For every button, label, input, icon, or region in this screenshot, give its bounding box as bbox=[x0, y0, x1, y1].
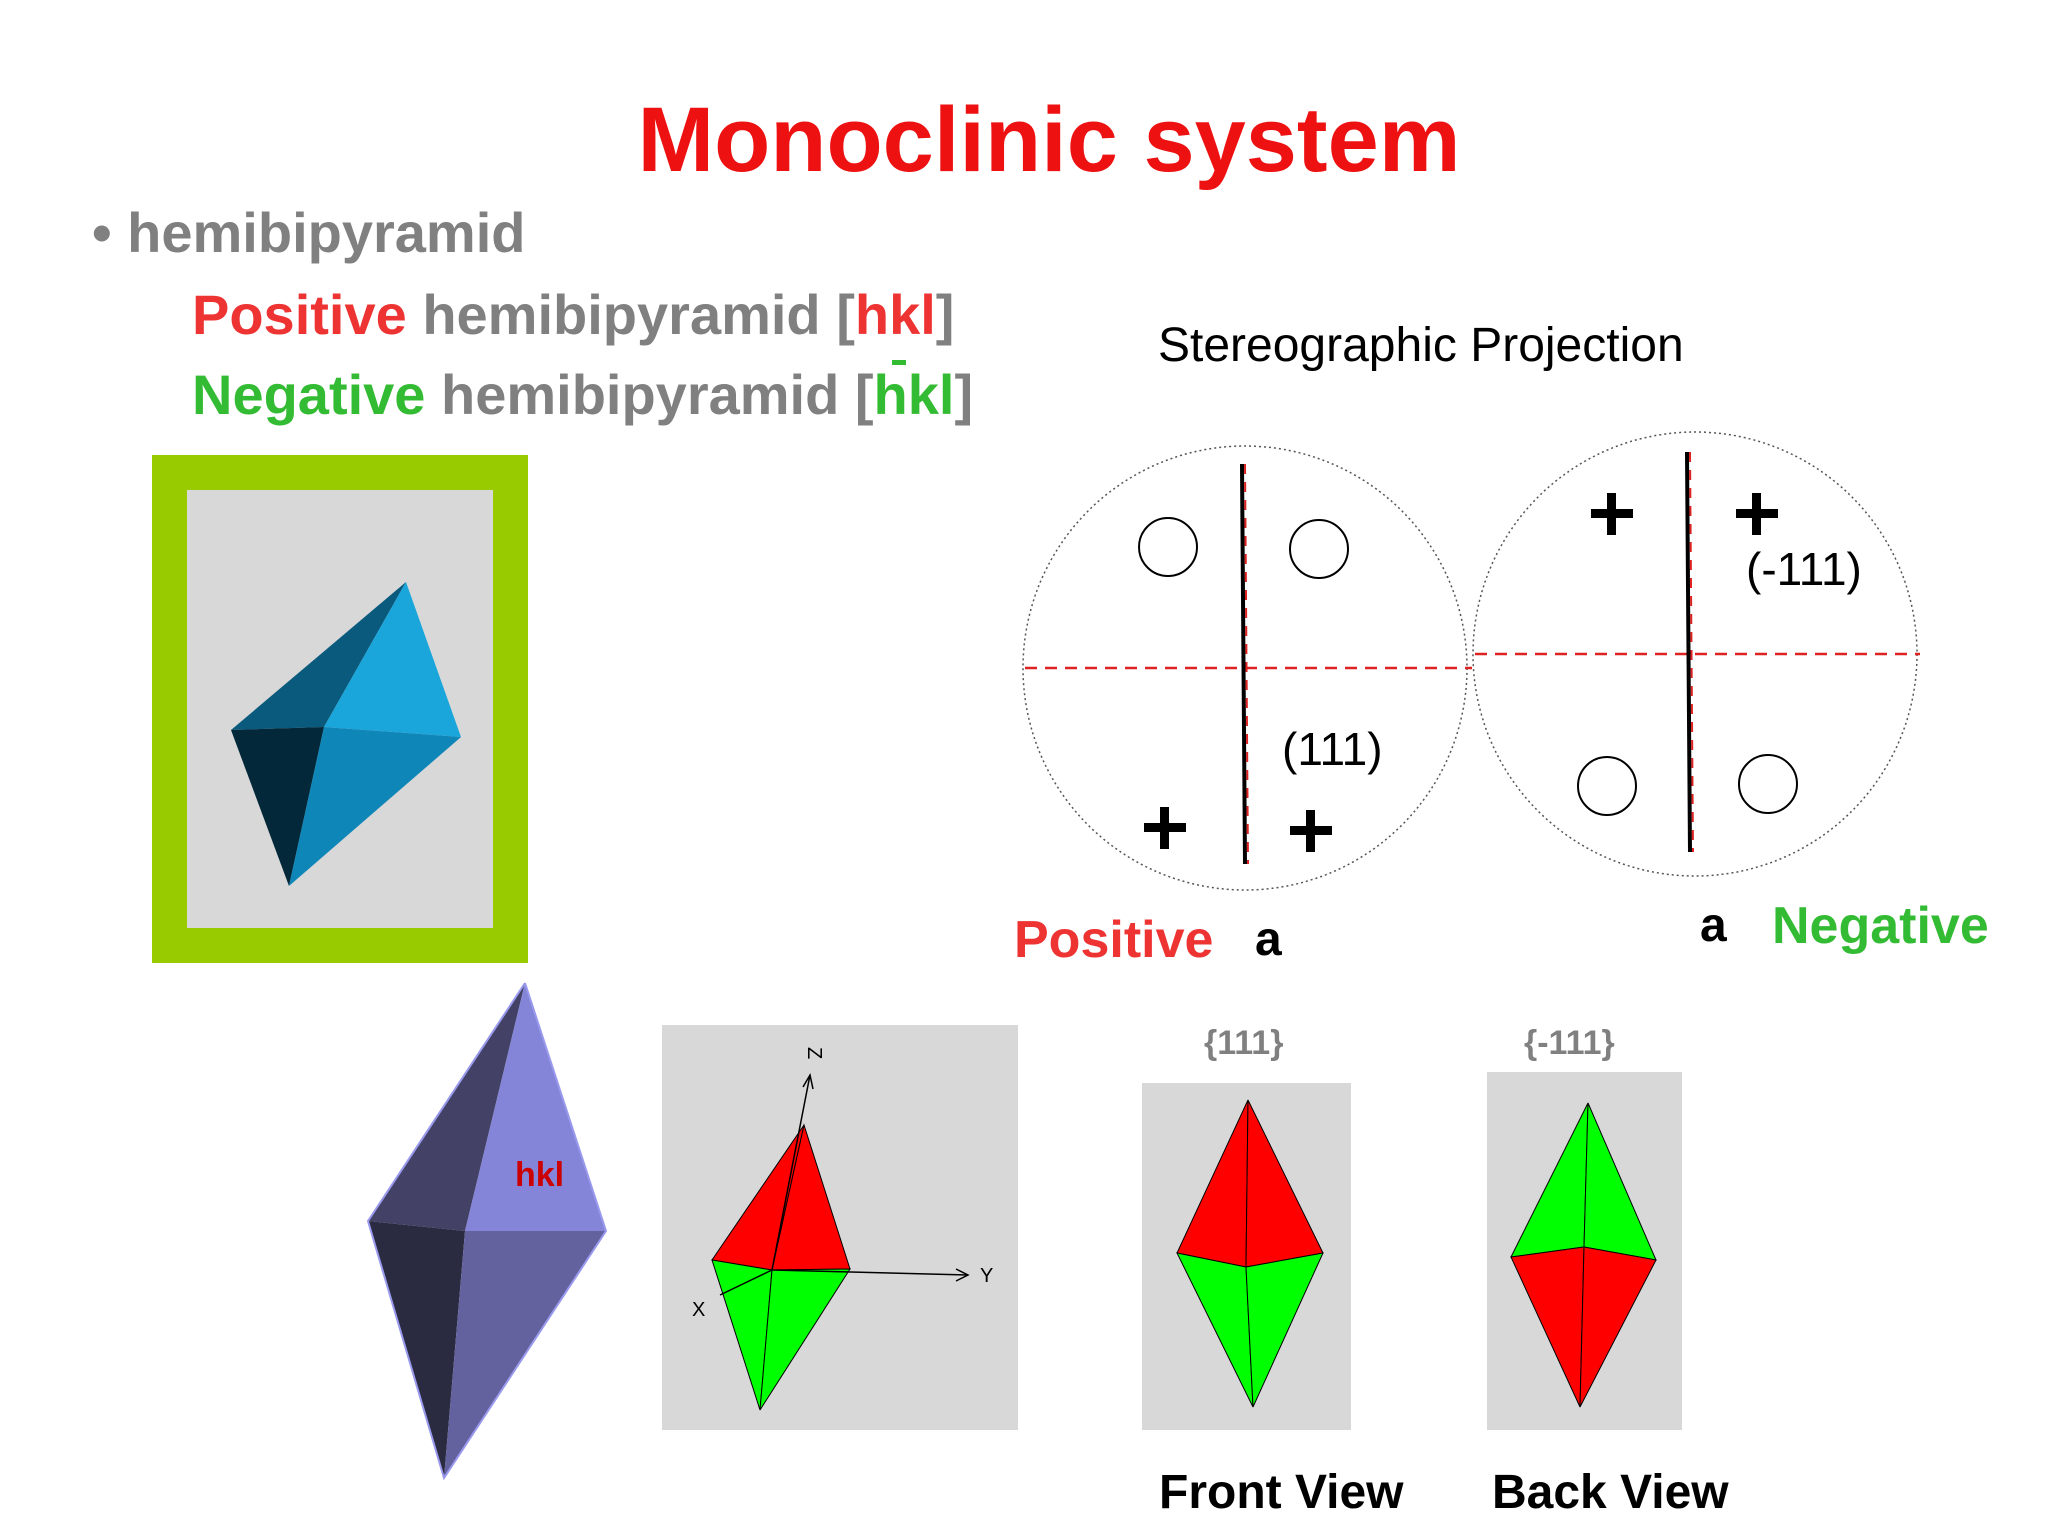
face-green-right bbox=[759, 1268, 851, 1411]
plus-bar-v bbox=[1607, 493, 1616, 535]
positive-word: Positive bbox=[192, 283, 407, 346]
upper-pole-plus bbox=[1736, 493, 1778, 535]
face-red-right bbox=[1579, 1246, 1657, 1408]
crystal-face-bottom-right bbox=[289, 727, 461, 886]
axis-line-left bbox=[1240, 463, 1247, 865]
crystal-outline bbox=[366, 982, 608, 1481]
gray-panel bbox=[662, 1025, 1018, 1430]
back-view-label: Back View bbox=[1492, 1466, 1729, 1519]
crystal-face-top-right bbox=[324, 582, 461, 737]
positive-index: hkl bbox=[854, 283, 936, 346]
lower-pole-circle bbox=[1289, 519, 1349, 579]
hkl-face-label: hkl bbox=[515, 1156, 564, 1194]
negative-label: Negative bbox=[1772, 897, 1989, 955]
back-view-model bbox=[1487, 1072, 1682, 1430]
back-form-label: {-111} bbox=[1524, 1024, 1615, 1062]
positive-close: ] bbox=[935, 283, 955, 346]
face-top-left bbox=[368, 983, 525, 1231]
violet-hemibipyramid: hkl bbox=[366, 982, 608, 1481]
front-form-label: {111} bbox=[1204, 1024, 1284, 1062]
axis-a-right: a bbox=[1700, 899, 1727, 952]
z-arrowhead bbox=[802, 1072, 814, 1090]
face-bottom-left bbox=[368, 1221, 465, 1478]
lower-pole-circle bbox=[1577, 756, 1637, 816]
axes-crystal-model: Z Y X bbox=[662, 1025, 1018, 1430]
negative-word: Negative bbox=[192, 363, 426, 426]
pole-label-minus-111: (-111) bbox=[1746, 543, 1862, 595]
y-axis bbox=[771, 1269, 969, 1276]
face-green-right bbox=[1245, 1252, 1324, 1408]
y-arrowhead bbox=[955, 1268, 970, 1282]
plus-bar-v bbox=[1160, 807, 1169, 849]
pole-label-111: (111) bbox=[1282, 723, 1383, 775]
negative-hemibipyramid-line: Negative hemibipyramid [hkl] bbox=[192, 360, 974, 427]
negative-projection: (-111) bbox=[1472, 431, 1920, 877]
stereographic-projection: (111) (-111) bbox=[1022, 431, 1920, 891]
plus-bar-v bbox=[1752, 493, 1761, 535]
axis-line-right bbox=[1685, 451, 1692, 853]
crystal-face-bottom-left bbox=[231, 727, 324, 886]
positive-label: Positive bbox=[1014, 911, 1214, 969]
lower-pole-circle bbox=[1738, 754, 1798, 814]
axis-x-label: X bbox=[692, 1299, 705, 1321]
upper-pole-plus bbox=[1144, 807, 1186, 849]
page-title: Monoclinic system bbox=[637, 89, 1461, 191]
crystal-face-top-left bbox=[231, 582, 406, 730]
positive-line-mid: hemibipyramid [ bbox=[406, 283, 855, 346]
stereographic-projection-title: Stereographic Projection bbox=[1158, 319, 1684, 372]
negative-close: ] bbox=[954, 363, 974, 426]
front-view-model bbox=[1142, 1083, 1351, 1430]
plus-bar-v bbox=[1306, 810, 1315, 852]
x-axis bbox=[719, 1269, 773, 1296]
negative-line-mid: hemibipyramid [ bbox=[425, 363, 874, 426]
z-axis bbox=[771, 1074, 811, 1271]
upper-pole-plus bbox=[1591, 493, 1633, 535]
bullet-hemibipyramid: • hemibipyramid bbox=[92, 201, 526, 264]
axis-y-label: Y bbox=[980, 1265, 993, 1287]
front-view-label: Front View bbox=[1159, 1466, 1404, 1519]
axis-z-label: Z bbox=[803, 1047, 825, 1059]
negative-index-rest: kl bbox=[907, 363, 955, 426]
lower-pole-circle bbox=[1138, 517, 1198, 577]
axis-dashed-right bbox=[1689, 451, 1694, 853]
axis-a-left: a bbox=[1255, 913, 1282, 966]
face-hkl bbox=[465, 983, 606, 1231]
upper-pole-plus bbox=[1290, 810, 1332, 852]
axis-dashed-left bbox=[1244, 463, 1249, 865]
blue-crystal-figure bbox=[152, 455, 528, 963]
positive-hemibipyramid-line: Positive hemibipyramid [hkl] bbox=[192, 282, 954, 347]
positive-projection: (111) bbox=[1022, 445, 1472, 891]
negative-index-h-bar: h bbox=[873, 360, 908, 426]
